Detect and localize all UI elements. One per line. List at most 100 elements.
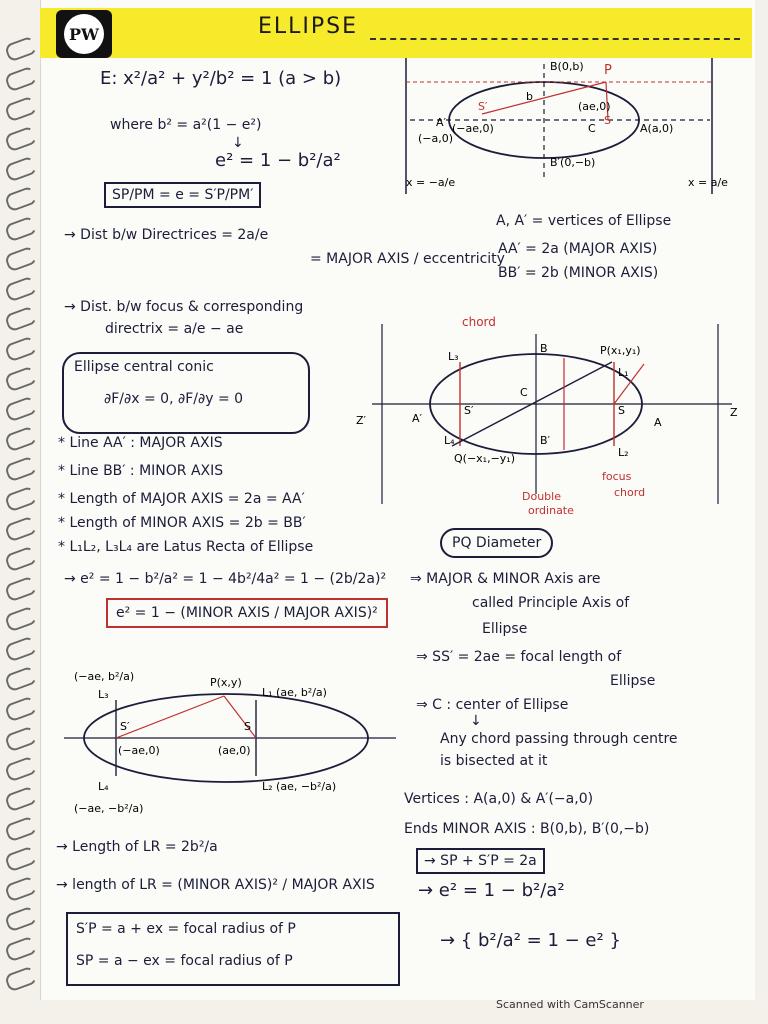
- bullet-latus-recta: * L₁L₂, L₃L₄ are Latus Recta of Ellipse: [58, 539, 314, 555]
- focal-radius-right: [223, 695, 257, 739]
- spiral-ring: [3, 125, 39, 153]
- spiral-ring: [3, 395, 39, 423]
- ellipse-directrix-figure: B(0,b) P S′ b A′ (−a,0) (−ae,0) (ae,0) S…: [405, 58, 728, 194]
- ellipse-latus-rectum-figure: (−ae, b²/a) L₃ P(x,y) L₁ (ae, b²/a) S′ S…: [64, 670, 396, 815]
- spiral-ring: [3, 845, 39, 873]
- focus-directrix-ratio-box: SP/PM = e = S′P/PM′: [104, 182, 262, 208]
- spiral-ring: [3, 725, 39, 753]
- label-S-prime: S′: [120, 720, 130, 733]
- label-A: A: [654, 416, 662, 429]
- label-L3: L₃: [448, 350, 459, 363]
- pw-logo-text: PW: [64, 14, 104, 54]
- centre-line2: Any chord passing through centre: [440, 731, 678, 747]
- spiral-ring: [3, 755, 39, 783]
- spiral-ring: [3, 305, 39, 333]
- label-b: b: [526, 90, 533, 103]
- label-P: P(x,y): [210, 676, 242, 689]
- label-L1: L₁ (ae, b²/a): [262, 686, 327, 699]
- pw-logo: PW: [56, 10, 112, 58]
- label-ae: (ae,0): [578, 100, 611, 113]
- ellipse-curve: [83, 693, 369, 783]
- scanner-watermark: Scanned with CamScanner: [496, 998, 644, 1011]
- spiral-ring: [3, 275, 39, 303]
- spiral-ring: [3, 485, 39, 513]
- centre-arrow: ↓: [470, 713, 482, 729]
- eccentricity-formula-right: → e² = 1 − b²/a²: [418, 880, 565, 901]
- label-ordinate: ordinate: [528, 504, 574, 517]
- label-S-prime: S′: [478, 100, 488, 113]
- label-B-prime: B′(0,−b): [550, 156, 595, 169]
- spiral-ring: [3, 335, 39, 363]
- spiral-binding: [0, 0, 40, 1000]
- spiral-ring: [3, 455, 39, 483]
- label-neg-ae: (−ae,0): [452, 122, 494, 135]
- spiral-ring: [3, 875, 39, 903]
- focal-radius-box: S′P = a + ex = focal radius of P SP = a …: [66, 912, 400, 986]
- spiral-ring: [3, 785, 39, 813]
- principle-axis-line2: called Principle Axis of: [472, 595, 630, 611]
- spiral-ring: [3, 245, 39, 273]
- centre-line3: is bisected at it: [440, 753, 548, 769]
- ellipse-chord-figure: chord L₃ B P(x₁,y₁) L₁ C Z′ Z A′ S′ S A …: [356, 315, 738, 517]
- latus-rectum-length: → Length of LR = 2b²/a: [56, 839, 218, 855]
- label-L3-coord: (−ae, b²/a): [74, 670, 134, 683]
- label-A-prime: A′: [412, 412, 423, 425]
- central-conic-cloud: Ellipse central conic ∂F/∂x = 0, ∂F/∂y =…: [62, 352, 310, 434]
- pq-diameter-label: PQ Diameter: [440, 528, 554, 558]
- spiral-ring: [3, 545, 39, 573]
- eccentricity-derivation: → e² = 1 − b²/a² = 1 − 4b²/4a² = 1 − (2b…: [64, 571, 387, 587]
- label-P: P: [604, 63, 612, 78]
- title-banner: [40, 8, 752, 58]
- label-S: S: [618, 404, 625, 417]
- label-A: A(a,0): [640, 122, 673, 135]
- eccentricity-axis-ratio-box: e² = 1 − (MINOR AXIS / MAJOR AXIS)²: [106, 598, 388, 628]
- notebook-sheet: [40, 0, 755, 1000]
- bullet-major-length: * Length of MAJOR AXIS = 2a = AA′: [58, 491, 305, 507]
- focus-directrix-formula: directrix = a/e − ae: [105, 321, 244, 337]
- eccentricity-formula: e² = 1 − b²/a²: [215, 150, 341, 171]
- spiral-ring: [3, 905, 39, 933]
- directrix-distance-ratio: = MAJOR AXIS / eccentricity: [310, 251, 505, 267]
- red-focal-line-1: [481, 81, 607, 115]
- label-ae: (ae,0): [218, 744, 251, 757]
- vertices-definition: A, A′ = vertices of Ellipse: [496, 213, 672, 229]
- spiral-ring: [3, 215, 39, 243]
- spiral-ring: [3, 515, 39, 543]
- label-B-prime: B′: [540, 434, 551, 447]
- spiral-ring: [3, 65, 39, 93]
- label-focus: focus: [602, 470, 632, 483]
- label-directrix-right: x = a/e: [688, 176, 728, 189]
- label-L1: L₁: [618, 366, 629, 379]
- label-S: S: [244, 720, 251, 733]
- spiral-ring: [3, 35, 39, 63]
- label-C: C: [588, 122, 596, 135]
- focus-directrix-text: → Dist. b/w focus & corresponding: [64, 299, 304, 315]
- minor-axis-ends: Ends MINOR AXIS : B(0,b), B′(0,−b): [404, 821, 650, 837]
- spiral-ring: [3, 425, 39, 453]
- label-C: C: [520, 386, 528, 399]
- spiral-ring: [3, 635, 39, 663]
- label-L2: L₂: [618, 446, 629, 459]
- down-arrow: ↓: [232, 135, 244, 151]
- spiral-ring: [3, 965, 39, 993]
- centre-line1: ⇒ C : center of Ellipse: [416, 697, 569, 713]
- focal-radius-left-formula: S′P = a + ex = focal radius of P: [76, 921, 296, 937]
- label-double: Double: [522, 490, 561, 503]
- directrix-distance: → Dist b/w Directrices = 2a/e: [64, 227, 269, 243]
- label-neg-ae: (−ae,0): [118, 744, 160, 757]
- label-chord: chord: [462, 315, 496, 329]
- spiral-ring: [3, 665, 39, 693]
- ellipse-curve: [429, 353, 643, 455]
- principle-axis-line1: ⇒ MAJOR & MINOR Axis are: [410, 571, 601, 587]
- title-underline: [370, 38, 740, 40]
- label-L4: L₄: [444, 434, 455, 447]
- bullet-minor-axis: * Line BB′ : MINOR AXIS: [58, 463, 224, 479]
- principle-axis-line3: Ellipse: [482, 621, 528, 637]
- focal-radius-left: [115, 695, 225, 739]
- label-A-prime: A′: [436, 116, 447, 129]
- label-directrix-left: x = −a/e: [406, 176, 455, 189]
- spiral-ring: [3, 935, 39, 963]
- spiral-ring: [3, 95, 39, 123]
- focal-length-line1: ⇒ SS′ = 2ae = focal length of: [416, 649, 622, 665]
- focal-length-line2: Ellipse: [610, 673, 656, 689]
